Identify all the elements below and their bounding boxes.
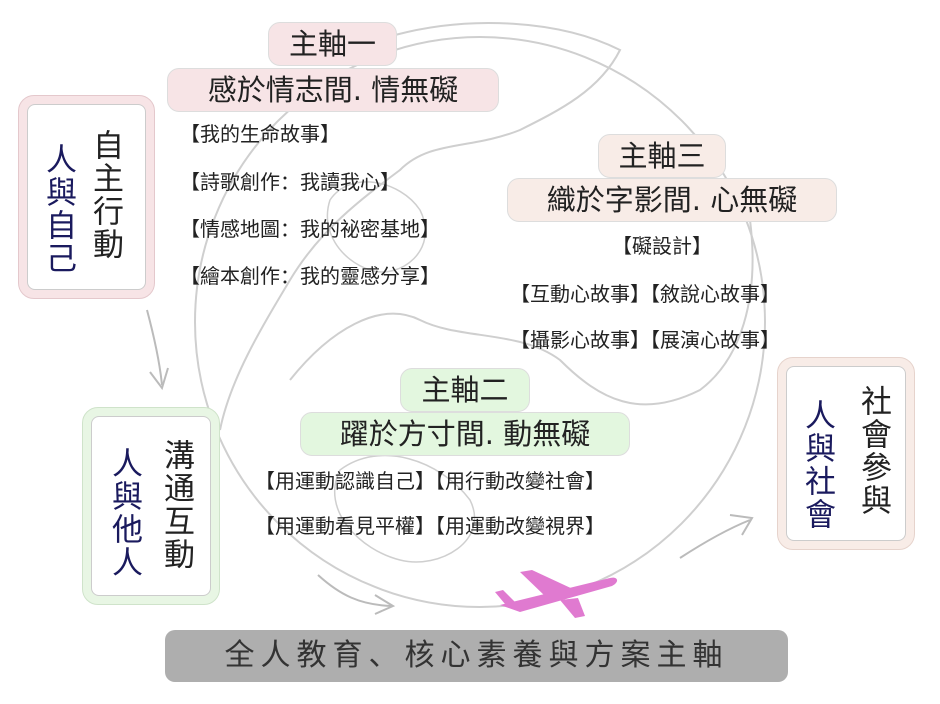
axis1-item: 【繪本創作：我的靈感分享】 (180, 264, 440, 288)
society-box: 社會參與 人與社會 (777, 357, 915, 550)
axis3-item: 【礙設計】 (612, 234, 712, 258)
airplane-icon (495, 570, 618, 618)
society-theme: 人與社會 (799, 399, 835, 531)
axis3-subtitle: 織於字影間. 心無礙 (507, 178, 837, 222)
axis2-item: 【用運動看見平權】【用運動改變視界】 (255, 514, 605, 538)
others-theme: 人與他人 (106, 447, 142, 579)
footer-title: 全人教育、核心素養與方案主軸 (165, 630, 788, 682)
axis3-item: 【攝影心故事】【展演心故事】 (510, 328, 780, 352)
globe-outline-icon (194, 36, 766, 608)
axis2-subtitle: 躍於方寸間. 動無礙 (300, 412, 630, 456)
axis3-title: 主軸三 (598, 134, 726, 178)
self-competency: 自主行動 (87, 129, 123, 261)
society-competency: 社會參與 (855, 385, 891, 517)
others-competency: 溝通互動 (158, 439, 194, 571)
axis1-item: 【情感地圖：我的祕密基地】 (180, 217, 440, 241)
axis1-item: 【我的生命故事】 (180, 122, 340, 146)
axis2-title: 主軸二 (400, 368, 530, 412)
axis2-item: 【用運動認識自己】【用行動改變社會】 (255, 469, 605, 493)
self-theme: 人與自己 (40, 143, 76, 275)
arrow-self-to-others (146, 309, 163, 386)
axis1-item: 【詩歌創作：我讀我心】 (180, 170, 400, 194)
axis3-item: 【互動心故事】【敘說心故事】 (510, 282, 780, 306)
arrow-others-to-footer (317, 574, 393, 607)
self-box: 自主行動 人與自己 (18, 95, 155, 299)
others-box: 溝通互動 人與他人 (82, 407, 220, 605)
axis1-title: 主軸一 (268, 22, 397, 66)
arrow-to-society (679, 519, 751, 559)
axis1-subtitle: 感於情志間. 情無礙 (167, 68, 499, 112)
